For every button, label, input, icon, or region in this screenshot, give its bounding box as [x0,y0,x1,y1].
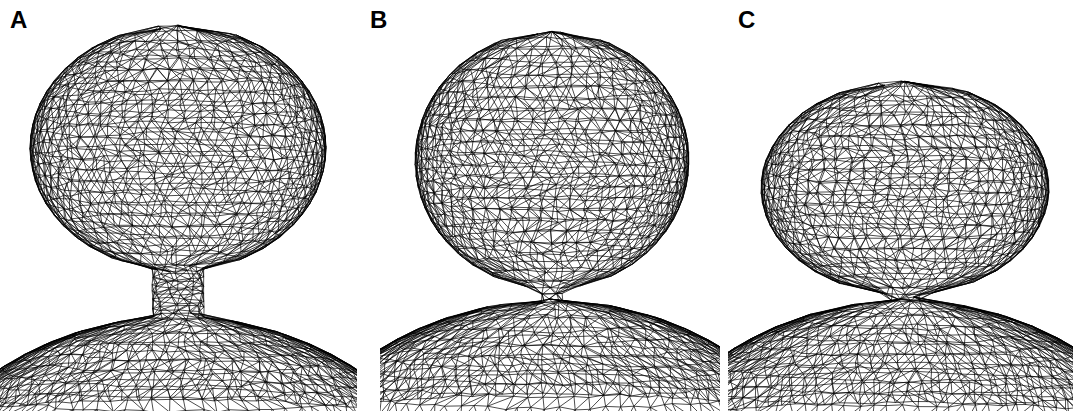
wireframe-edges [0,25,357,411]
bud-mesh [728,81,1073,411]
bud-mesh [0,25,357,411]
wireframe-edges [728,81,1073,411]
bud-mesh [380,31,720,411]
panel-label: C [736,8,757,32]
panel-label: A [8,8,29,32]
panel-label: B [368,8,389,32]
wireframe-edges [380,31,720,411]
